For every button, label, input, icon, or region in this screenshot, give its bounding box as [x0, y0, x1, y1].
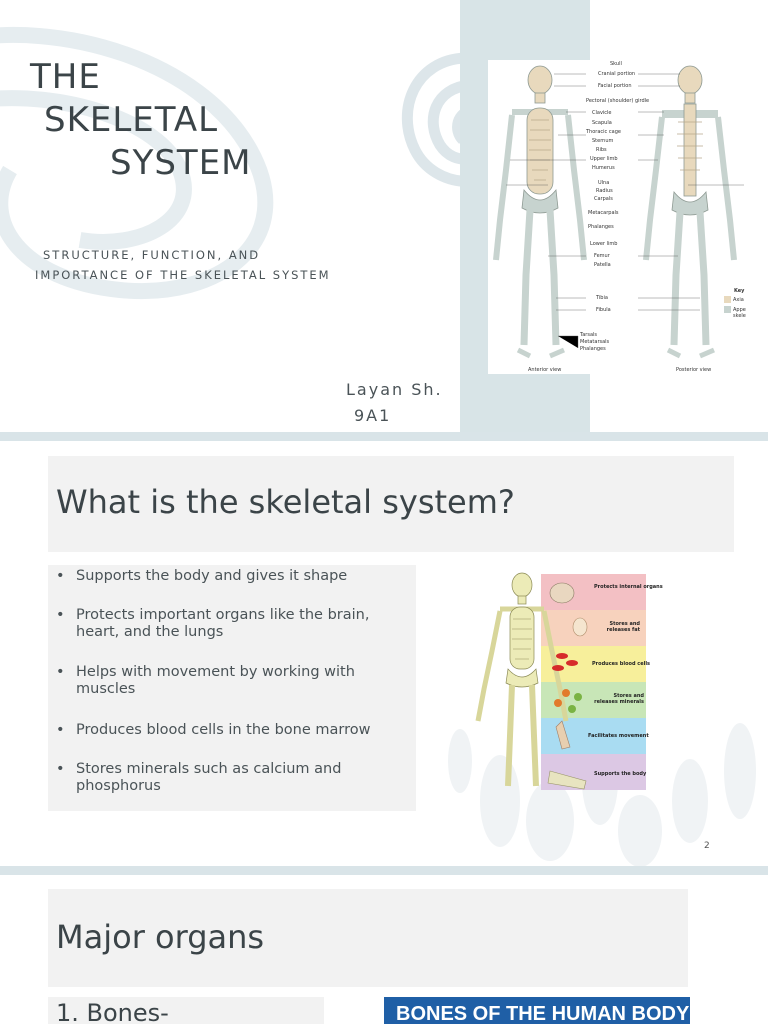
- bullet-text: Protects important organs like the brain…: [76, 607, 370, 640]
- slide-title: Major organs: [56, 918, 265, 956]
- label-patella: Patella: [594, 262, 611, 268]
- function-label: Protects internal organs: [594, 584, 663, 590]
- bones-banner: BONES OF THE HUMAN BODY: [384, 997, 690, 1024]
- function-label: Facilitates movement: [588, 733, 649, 739]
- label-anterior-view: Anterior view: [528, 367, 562, 373]
- label-posterior-view: Posterior view: [676, 367, 712, 373]
- key-axial-swatch: [724, 296, 731, 303]
- major-organs-slide: Major organs 1. Bones- BONES OF THE HUMA…: [0, 875, 768, 1024]
- skeleton-figure: [475, 572, 588, 790]
- bullet-marker: •: [56, 664, 65, 680]
- key-appendicular-swatch: [724, 306, 731, 313]
- page-number: 2: [704, 841, 710, 851]
- function-label: Produces blood cells: [592, 661, 651, 667]
- label-thoracic-cage: Thoracic cage: [586, 129, 621, 135]
- label-carpals: Carpals: [594, 196, 613, 202]
- label-upper-limb: Upper limb: [590, 156, 618, 162]
- label-scapula: Scapula: [592, 120, 612, 126]
- label-femur: Femur: [594, 253, 610, 259]
- skeleton-diagram: Skull Cranial portion Facial portion Pec…: [488, 60, 746, 374]
- label-tibia: Tibia: [596, 295, 608, 301]
- bullet-marker: •: [56, 761, 65, 777]
- bullet-text: Stores minerals such as calcium and phos…: [76, 761, 342, 794]
- label-radius: Radius: [596, 188, 613, 194]
- key-appendicular-label: Appe skele: [733, 307, 746, 319]
- bones-item: 1. Bones-: [56, 999, 169, 1024]
- title-line-3: SYSTEM: [110, 143, 252, 183]
- function-label: Stores and releases fat: [606, 621, 640, 633]
- skeleton-functions-diagram: Protects internal organs Stores and rele…: [466, 571, 663, 797]
- banner-text: BONES OF THE HUMAN BODY: [396, 1003, 690, 1024]
- bullet-text: Helps with movement by working with musc…: [76, 664, 355, 697]
- bullet-text: Produces blood cells in the bone marrow: [76, 722, 371, 738]
- label-fibula: Fibula: [596, 307, 611, 313]
- label-metacarpals: Metacarpals: [588, 210, 619, 216]
- label-tarsals: Tarsals: [580, 332, 598, 338]
- title-box: [48, 889, 688, 987]
- decorative-swirl-left: [0, 26, 274, 300]
- key-title: Key: [734, 288, 745, 294]
- key-axial-label: Axia: [733, 297, 744, 303]
- title-line-1: THE: [30, 57, 101, 97]
- label-clavicle: Clavicle: [592, 110, 612, 116]
- leader-lines: [506, 73, 744, 348]
- bullet-marker: •: [56, 722, 65, 738]
- author-class: 9A1: [354, 406, 392, 425]
- function-label: Stores and releases minerals: [594, 693, 644, 705]
- bullet-marker: •: [56, 607, 65, 623]
- label-skull: Skull: [610, 61, 622, 67]
- author-name: Layan Sh.: [346, 380, 443, 399]
- subtitle-line-1: STRUCTURE, FUNCTION, AND: [43, 248, 261, 262]
- function-band: [541, 610, 646, 646]
- content-slide: What is the skeletal system? • Supports …: [0, 441, 768, 866]
- label-phalanges-hand: Phalanges: [588, 224, 614, 230]
- function-label: Supports the body: [594, 771, 647, 777]
- label-sternum: Sternum: [592, 138, 614, 144]
- label-metatarsals: Metatarsals: [580, 339, 610, 345]
- bullet-list: • Supports the body and gives it shape •…: [48, 565, 416, 811]
- label-humerus: Humerus: [592, 165, 615, 171]
- label-facial-portion: Facial portion: [598, 83, 632, 89]
- label-lower-limb: Lower limb: [590, 241, 618, 247]
- function-icons: [547, 582, 588, 790]
- bullet-text: Supports the body and gives it shape: [76, 568, 348, 584]
- slide-title: What is the skeletal system?: [56, 483, 515, 521]
- subtitle-line-2: IMPORTANCE OF THE SKELETAL SYSTEM: [35, 268, 331, 282]
- item-box: [48, 997, 324, 1024]
- label-cranial-portion: Cranial portion: [598, 71, 636, 77]
- posterior-skeleton: [643, 65, 737, 359]
- title-line-2: SKELETAL: [44, 100, 219, 140]
- title-box: [48, 456, 734, 552]
- title-slide: THE SKELETAL SYSTEM STRUCTURE, FUNCTION,…: [0, 0, 768, 432]
- skeleton-illustration: [493, 65, 744, 359]
- anterior-skeleton: [493, 65, 587, 359]
- label-phalanges-foot: Phalanges: [580, 346, 606, 352]
- label-ulna: Ulna: [598, 180, 610, 186]
- label-ribs: Ribs: [596, 147, 607, 153]
- label-pectoral-girdle: Pectoral (shoulder) girdle: [586, 98, 650, 104]
- bullet-marker: •: [56, 568, 65, 584]
